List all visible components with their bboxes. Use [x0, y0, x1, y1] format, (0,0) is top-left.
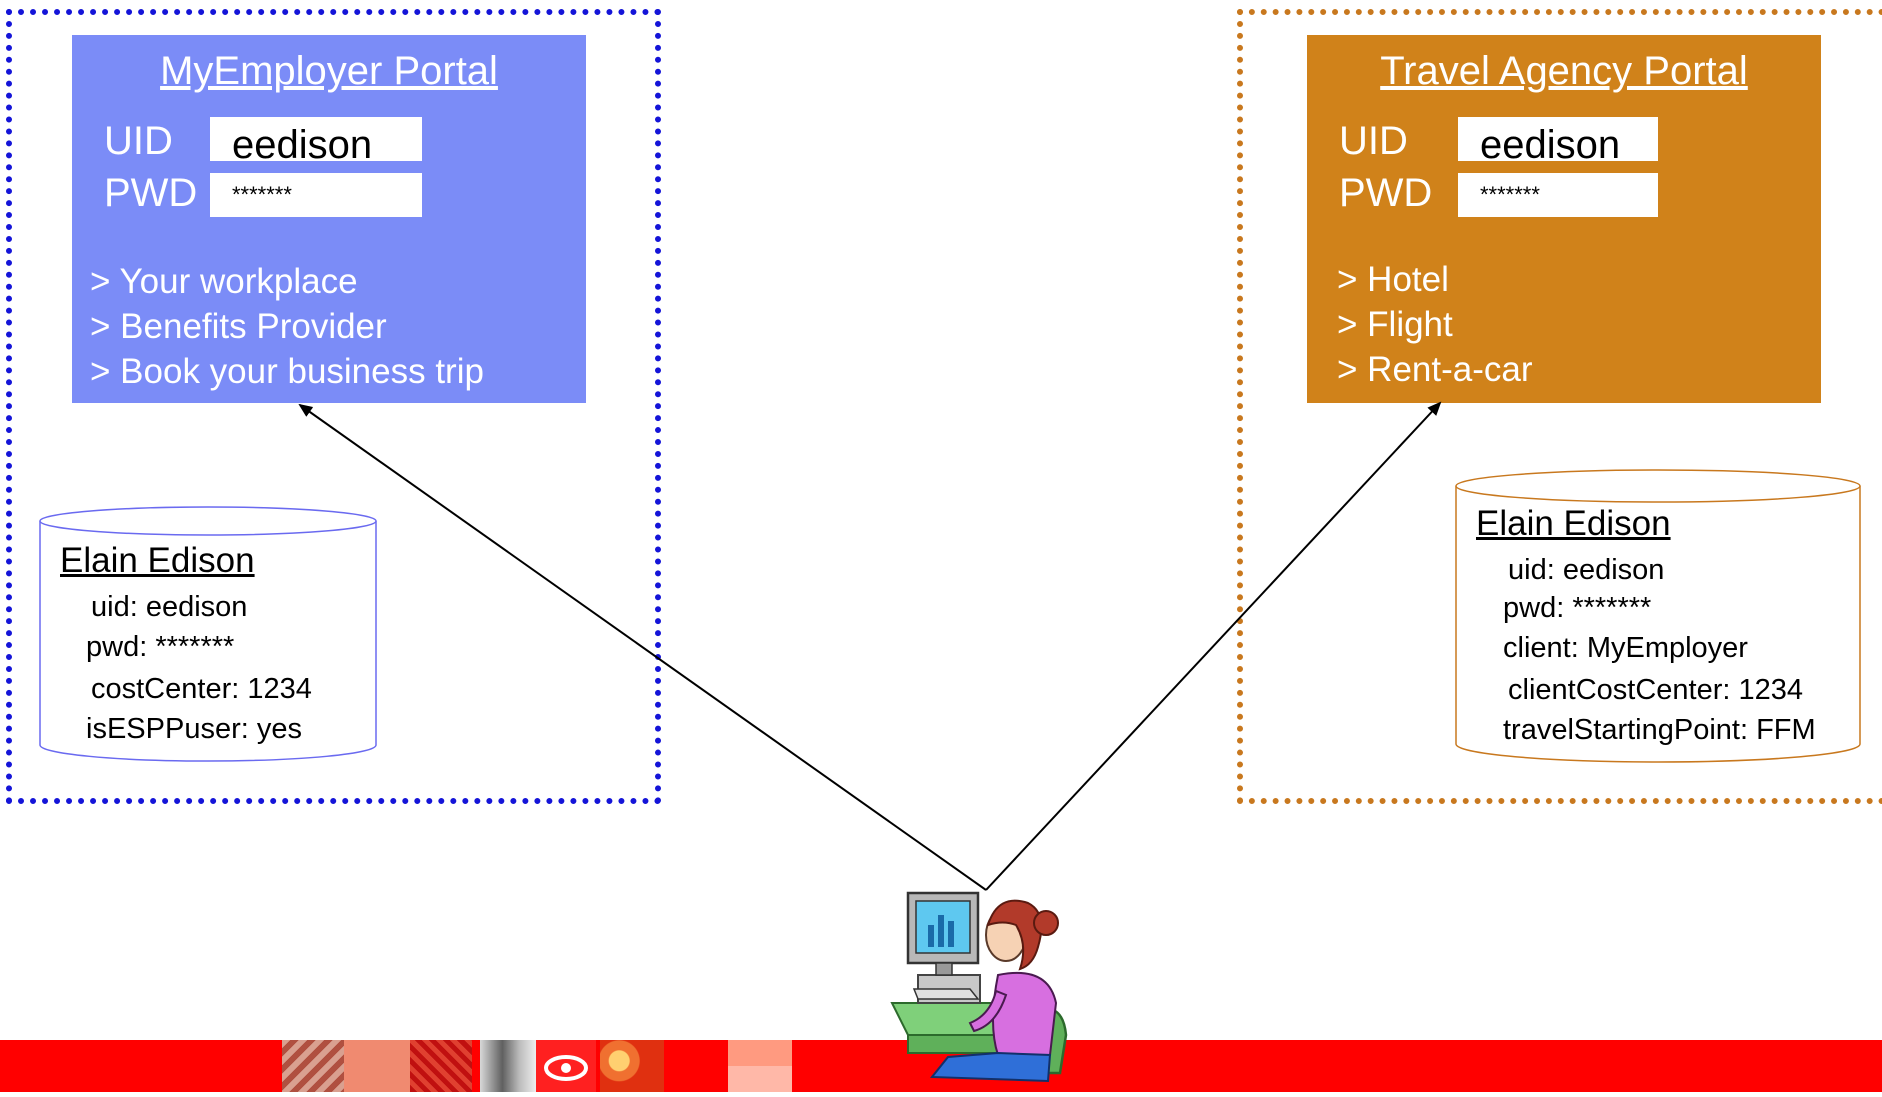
menu-item-rent-a-car[interactable]: > Rent-a-car	[1337, 350, 1533, 389]
arrow-to-travel-agency-portal	[985, 401, 1442, 891]
directory-attr-uid: uid: eedison	[91, 591, 248, 623]
directory-attr-isesppuser: isESPPuser: yes	[86, 713, 302, 745]
myemployer-domain-boundary	[6, 9, 661, 804]
uid-label: UID	[104, 119, 173, 163]
database-cylinder-icon	[1455, 469, 1861, 763]
menu-item-flight[interactable]: > Flight	[1337, 305, 1453, 344]
menu-item-hotel[interactable]: > Hotel	[1337, 260, 1449, 299]
footer-color-tile	[728, 1040, 792, 1092]
arrow-to-myemployer-portal	[298, 403, 987, 891]
pwd-field[interactable]: *******	[210, 173, 422, 217]
footer-photo-tile	[282, 1040, 344, 1092]
pwd-field[interactable]: *******	[1458, 173, 1658, 217]
directory-attr-client: client: MyEmployer	[1503, 632, 1748, 664]
pwd-label: PWD	[1339, 171, 1433, 215]
travel-agency-user-directory: Elain Edison uid: eedison pwd: ******* c…	[1454, 468, 1862, 766]
directory-attr-travelstartingpoint: travelStartingPoint: FFM	[1503, 714, 1816, 746]
footer-eye-tile	[536, 1040, 596, 1092]
footer-color-tile	[344, 1040, 410, 1092]
uid-label: UID	[1339, 119, 1408, 163]
uid-field[interactable]: eedison	[210, 117, 422, 167]
menu-item-your-workplace[interactable]: > Your workplace	[90, 262, 358, 301]
myemployer-portal-panel: MyEmployer Portal UID eedison PWD ******…	[72, 35, 586, 403]
directory-attr-pwd: pwd: *******	[86, 631, 235, 663]
user-at-computer-icon	[890, 891, 1068, 1083]
directory-entry-name: Elain Edison	[1476, 504, 1671, 543]
footer-photo-tile	[600, 1040, 664, 1092]
database-cylinder-icon	[39, 506, 377, 762]
myemployer-user-directory: Elain Edison uid: eedison pwd: ******* c…	[38, 505, 378, 767]
menu-item-book-business-trip[interactable]: > Book your business trip	[90, 352, 484, 391]
pwd-label: PWD	[104, 171, 198, 215]
directory-attr-uid: uid: eedison	[1508, 554, 1665, 586]
footer-photo-tile	[480, 1040, 536, 1092]
travel-agency-domain-boundary	[1237, 9, 1882, 804]
menu-item-benefits-provider[interactable]: > Benefits Provider	[90, 307, 387, 346]
uid-field[interactable]: eedison	[1458, 117, 1658, 167]
directory-attr-clientcostcenter: clientCostCenter: 1234	[1508, 674, 1803, 706]
eye-icon	[544, 1055, 588, 1081]
footer-photo-tile	[410, 1040, 472, 1092]
directory-attr-pwd: pwd: *******	[1503, 592, 1652, 624]
myemployer-portal-title[interactable]: MyEmployer Portal	[160, 49, 498, 93]
travel-agency-portal-panel: Travel Agency Portal UID eedison PWD ***…	[1307, 35, 1821, 403]
directory-entry-name: Elain Edison	[60, 541, 255, 580]
directory-attr-costcenter: costCenter: 1234	[91, 673, 312, 705]
travel-agency-portal-title[interactable]: Travel Agency Portal	[1380, 49, 1748, 93]
